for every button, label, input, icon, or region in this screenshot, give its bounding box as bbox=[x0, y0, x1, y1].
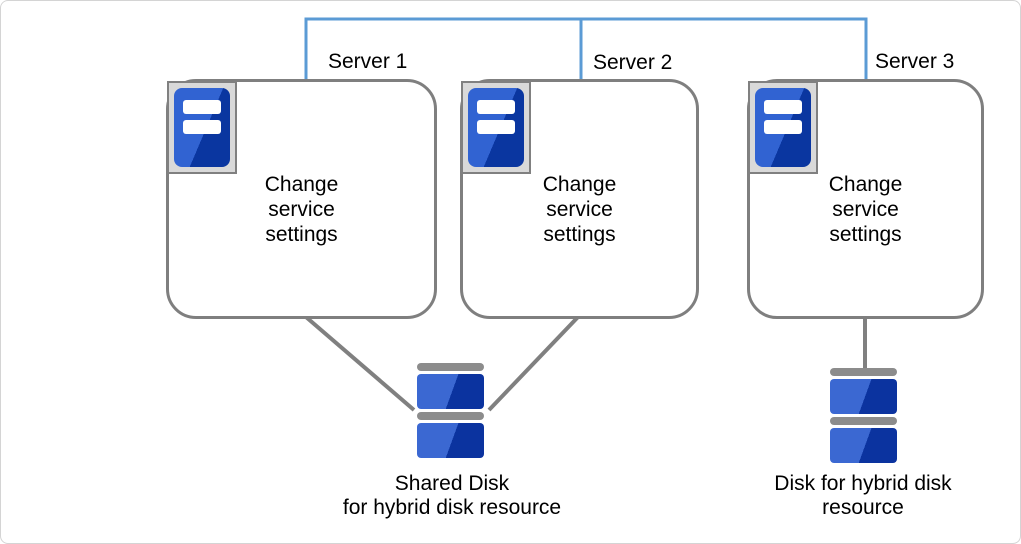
server-icon-slot bbox=[183, 100, 221, 114]
server-icon-slot bbox=[477, 100, 515, 114]
hybrid-disk-caption-line1: Disk for hybrid disk bbox=[774, 472, 952, 495]
network-connector-line bbox=[304, 17, 868, 81]
server-icon bbox=[461, 81, 531, 174]
server-icon-body bbox=[174, 88, 230, 167]
shared-disk-connector-lines bbox=[304, 315, 580, 412]
server-3-action-text: Change service settings bbox=[828, 173, 903, 246]
shared-disk-caption-line2: for hybrid disk resource bbox=[342, 496, 562, 519]
disk-platter bbox=[417, 374, 484, 409]
disk-platter bbox=[830, 379, 897, 414]
server-3-label: Server 3 bbox=[875, 50, 955, 73]
server-icon bbox=[748, 81, 818, 174]
server-2-action-text: Change service settings bbox=[542, 173, 617, 246]
shared-disk-icon bbox=[417, 363, 484, 461]
disk-platter bbox=[417, 423, 484, 458]
server-icon-slot bbox=[183, 120, 221, 134]
server-1-label: Server 1 bbox=[328, 50, 408, 73]
server-icon-slot bbox=[764, 120, 802, 134]
server-1-action-text: Change service settings bbox=[264, 173, 339, 246]
hybrid-disk-caption: Disk for hybrid disk resource bbox=[743, 472, 983, 520]
hybrid-disk-caption-line2: resource bbox=[822, 496, 904, 519]
shared-disk-caption-line1: Shared Disk bbox=[394, 472, 510, 495]
server-icon bbox=[167, 81, 237, 174]
disk-bar bbox=[830, 417, 897, 425]
disk-bar bbox=[417, 363, 484, 371]
shared-disk-caption: Shared Disk for hybrid disk resource bbox=[302, 472, 602, 520]
server-icon-slot bbox=[477, 120, 515, 134]
hybrid-disk-icon bbox=[830, 368, 897, 466]
disk-platter bbox=[830, 428, 897, 463]
disk-bar bbox=[830, 368, 897, 376]
server-icon-slot bbox=[764, 100, 802, 114]
server-2-label: Server 2 bbox=[593, 51, 673, 74]
disk-bar bbox=[417, 412, 484, 420]
server-icon-body bbox=[755, 88, 811, 167]
server-icon-body bbox=[468, 88, 524, 167]
